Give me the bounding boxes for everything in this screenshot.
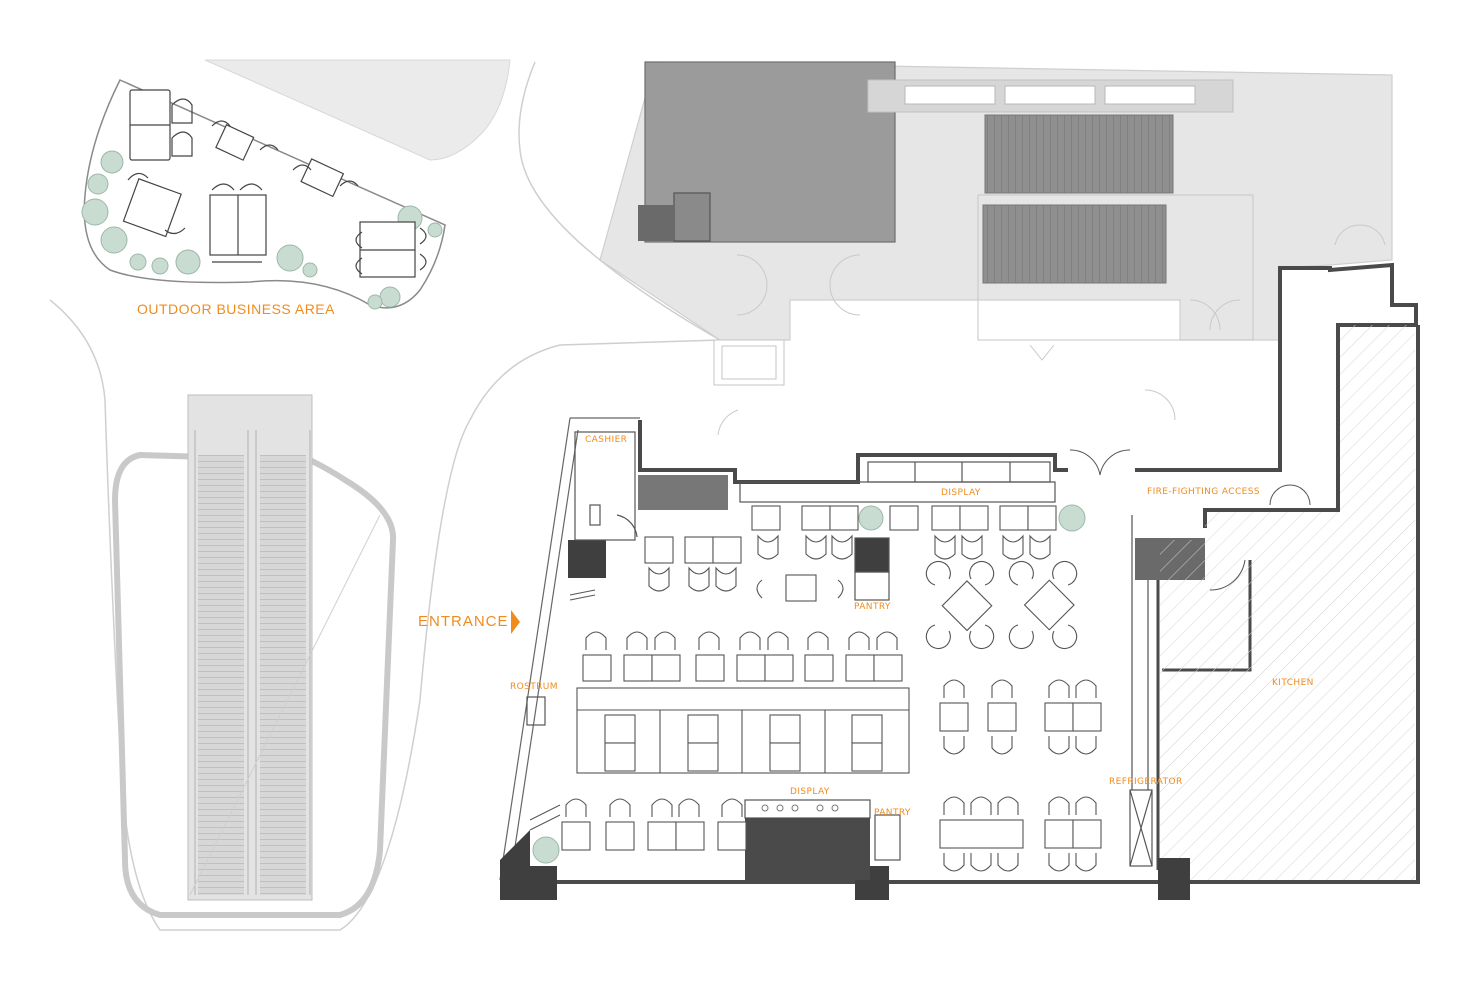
escalator (111, 394, 397, 918)
top-display-counter (739, 461, 1056, 503)
dining-chairs (565, 534, 1097, 872)
label-display-bottom: DISPLAY (790, 787, 830, 797)
label-refrigerator: REFRIGERATOR (1109, 777, 1183, 787)
cashier-counter (574, 431, 638, 541)
interior-doors (529, 449, 1311, 831)
context-building (599, 61, 1393, 436)
interior-planters (532, 504, 1086, 864)
label-cashier: CASHIER (585, 435, 628, 445)
label-outdoor-business-area: OUTDOOR BUSINESS AREA (137, 301, 335, 317)
glass-facade (499, 417, 640, 881)
pantry-top (854, 537, 890, 601)
outdoor-business-area (81, 79, 446, 310)
refrigerator (1129, 515, 1153, 867)
dark-service-counter (638, 475, 728, 510)
bottom-display (744, 799, 901, 880)
label-pantry-bottom: PANTRY (874, 808, 911, 818)
outdoor-chairs (127, 98, 427, 275)
entrance-arrow-icon (511, 610, 520, 634)
road-lines (49, 61, 721, 931)
label-display-top: DISPLAY (941, 488, 981, 498)
label-rostrum: ROSTRUM (510, 682, 558, 692)
context-lawn (204, 59, 511, 161)
label-pantry-top: PANTRY (854, 602, 891, 612)
outdoor-tables (122, 89, 416, 278)
label-kitchen: KITCHEN (1272, 678, 1314, 688)
label-entrance: ENTRANCE (418, 613, 509, 630)
outdoor-planters (81, 150, 443, 310)
kitchen-area (1160, 325, 1415, 880)
rostrum (526, 696, 546, 726)
dining-furniture (561, 505, 1102, 851)
label-fire-fighting-access: FIRE-FIGHTING ACCESS (1147, 487, 1260, 497)
